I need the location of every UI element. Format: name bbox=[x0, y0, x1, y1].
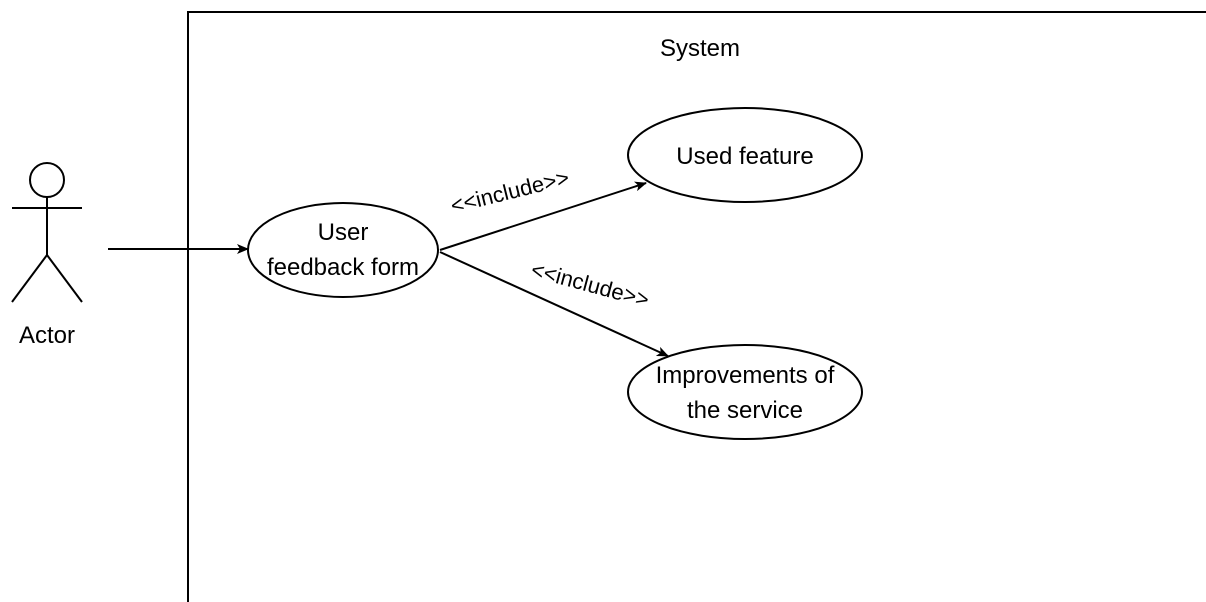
use-case-improvements-line1: Improvements of bbox=[656, 362, 835, 389]
use-case-used-feature-label: Used feature bbox=[676, 143, 813, 170]
use-case-improvements: Improvements of the service bbox=[627, 344, 863, 440]
actor-right-leg bbox=[46, 254, 83, 303]
use-case-user-feedback-form: User feedback form bbox=[247, 202, 439, 298]
actor: Actor bbox=[11, 162, 83, 349]
actor-head bbox=[29, 162, 65, 198]
system-label: System bbox=[660, 35, 740, 62]
actor-label: Actor bbox=[19, 322, 75, 349]
use-case-feedback-line2: feedback form bbox=[267, 254, 419, 281]
use-case-improvements-ellipse bbox=[627, 344, 863, 440]
system-boundary-frame bbox=[187, 11, 1206, 602]
use-case-improvements-line2: the service bbox=[687, 397, 803, 424]
include-arrow-used-feature bbox=[439, 181, 647, 251]
actor-left-leg bbox=[11, 254, 48, 303]
include-arrow-improvements bbox=[439, 251, 669, 357]
include-label-upper: <<include>> bbox=[448, 165, 572, 219]
use-case-feedback-line1: User bbox=[318, 219, 369, 246]
use-case-feedback-ellipse bbox=[247, 202, 439, 298]
use-case-used-feature: Used feature bbox=[627, 107, 863, 203]
system-boundary: System bbox=[187, 11, 1206, 602]
use-case-used-feature-ellipse bbox=[627, 107, 863, 203]
include-label-lower: <<include>> bbox=[528, 257, 651, 312]
